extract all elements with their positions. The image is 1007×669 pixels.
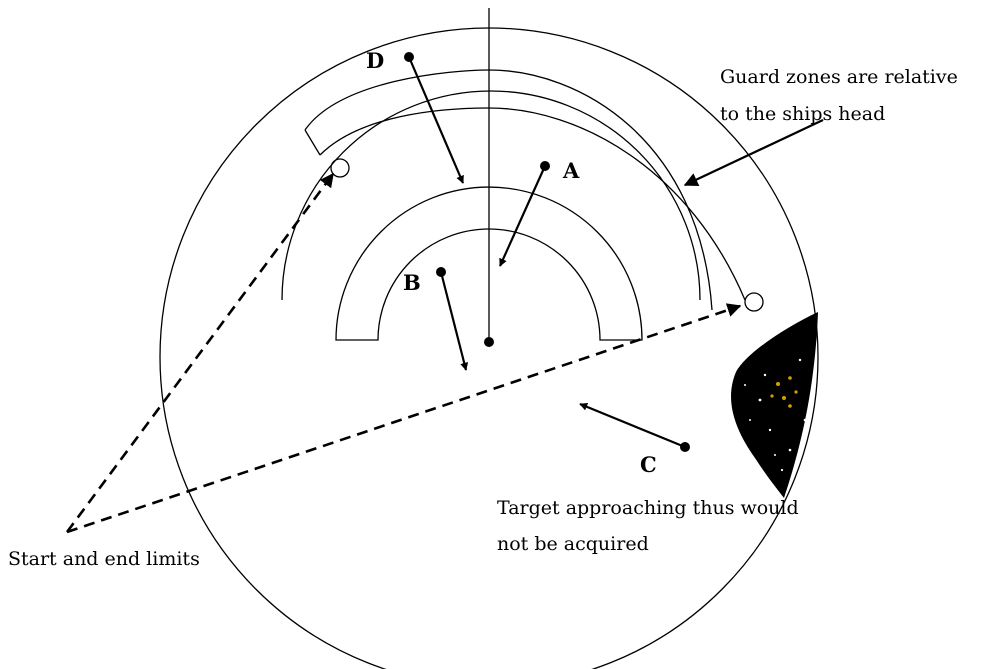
target-c-label: C <box>640 452 657 477</box>
land-clutter <box>731 312 818 498</box>
end-limit-dashed-line <box>66 303 742 534</box>
outer-guard-zone <box>304 69 713 311</box>
end-limit-marker <box>744 292 764 312</box>
inner-zone-outer-arc <box>281 90 701 301</box>
outer-zone-start-edge <box>304 129 321 156</box>
guard-zone-pointer-arrow <box>683 119 824 186</box>
target-d-track <box>407 56 465 184</box>
outer-zone-inner-arc <box>319 107 746 301</box>
target-a-label: A <box>562 158 580 183</box>
own-ship-dot <box>484 337 494 347</box>
target-d-label: D <box>366 48 384 73</box>
target-a-track <box>498 165 547 267</box>
target-c-track <box>579 402 686 449</box>
guard-zone-note-line1: Guard zones are relative <box>720 66 958 88</box>
target-b-track <box>439 271 469 371</box>
inner-guard-zone <box>335 186 643 341</box>
target-b-label: B <box>403 270 421 295</box>
limits-note: Start and end limits <box>8 548 200 570</box>
not-acquired-note-line1: Target approaching thus would <box>497 497 799 519</box>
start-limit-marker <box>330 158 350 178</box>
guard-zone-note-line2: to the ships head <box>720 103 885 125</box>
start-limit-dashed-line <box>65 172 335 533</box>
not-acquired-note-line2: not be acquired <box>497 533 649 555</box>
